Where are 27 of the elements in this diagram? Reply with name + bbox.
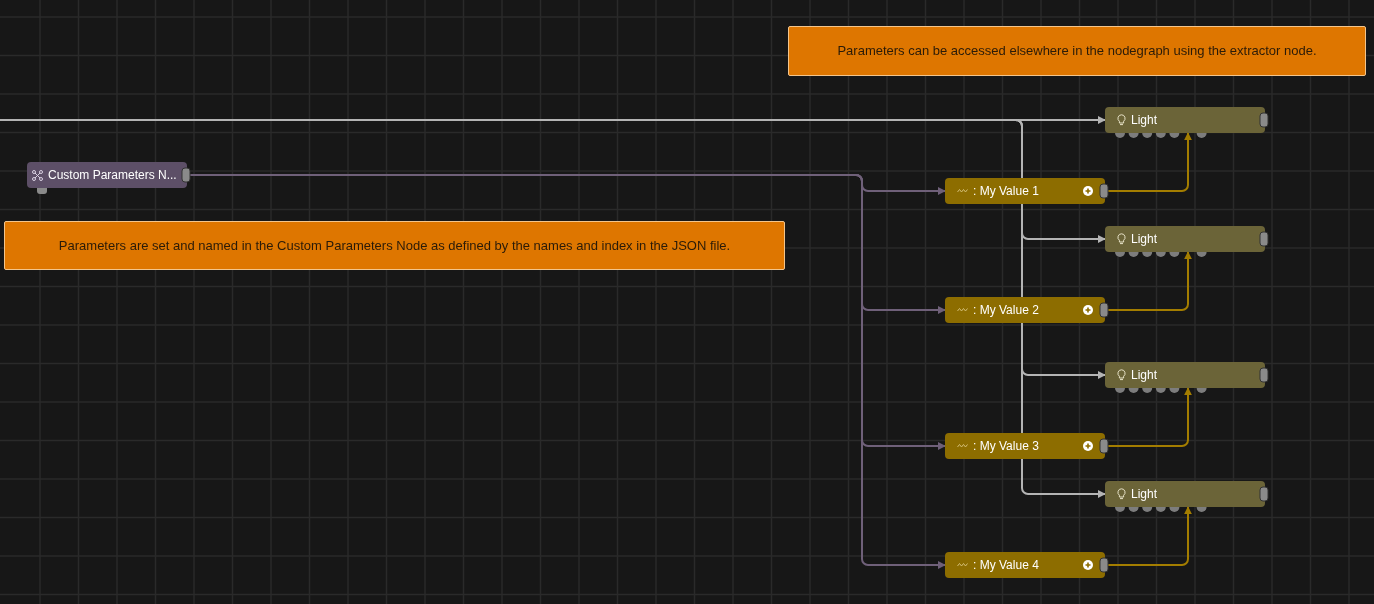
arrow [1106,387,1192,447]
light-node [1105,107,1265,133]
node-title: Light [1131,368,1158,382]
node-title: : My Value 4 [973,558,1039,572]
node-title: Light [1131,113,1158,127]
node-title: : My Value 3 [973,439,1039,453]
arrow [0,119,1106,498]
value-node [945,297,1105,323]
note-text: Parameters can be accessed elsewhere in the nodegraph using the extractor node. [837,43,1317,59]
light-node [1105,362,1265,388]
arrow [1106,251,1192,311]
node-title: Light [1131,232,1158,246]
node-title: : My Value 2 [973,303,1039,317]
arrow [1106,132,1192,192]
node-title: : My Value 1 [973,184,1039,198]
comment-note [788,26,1366,76]
light-node [1105,226,1265,252]
node-title: Light [1131,487,1158,501]
light-node [1105,481,1265,507]
value-node [945,552,1105,578]
parameters-node [27,162,187,188]
node-title: Custom Parameters N... [48,168,177,182]
value-node [945,178,1105,204]
note-text: Parameters are set and named in the Custom Parameters Node as defined by the names and index in the JSON file. [58,237,731,254]
comment-note [4,221,785,270]
value-node [945,433,1105,459]
arrow [1106,506,1192,566]
